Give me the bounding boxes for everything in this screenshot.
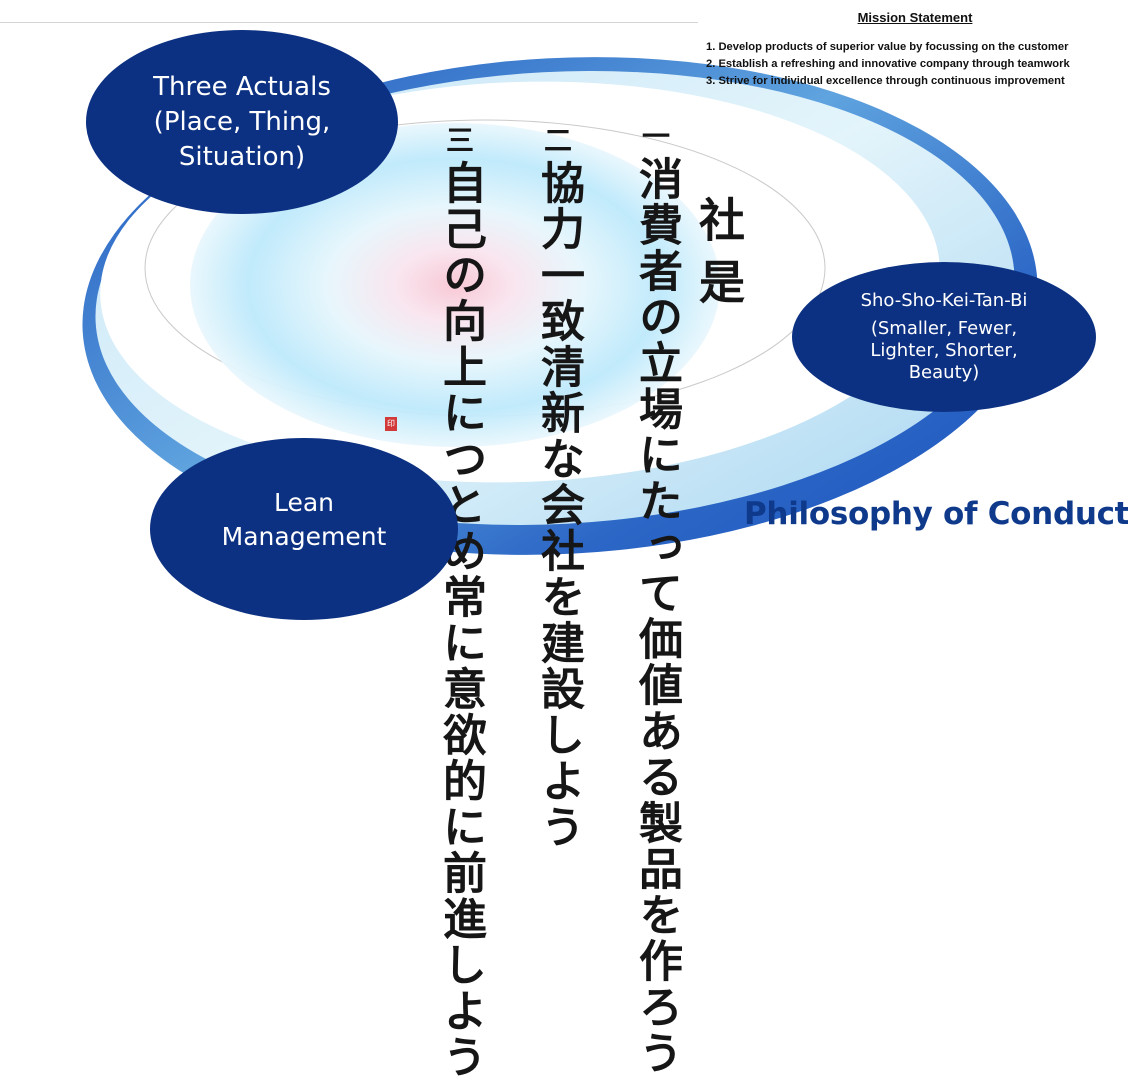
mission-statement: Mission Statement 1. Develop products of…	[706, 8, 1124, 90]
mission-item-2: 2. Establish a refreshing and innovative…	[706, 58, 1070, 70]
lean-line-2: Management	[221, 522, 387, 551]
calligraphy-title: 社是	[692, 196, 746, 320]
calligraphy-text-3: 自己の向上につとめ常に意欲的に前進しよう	[435, 160, 486, 1080]
calligraphy-item-1: 一 消費者の立場にたって価値ある製品を作ろう	[626, 120, 686, 1077]
sho-line-2: Lighter, Shorter,	[870, 340, 1018, 361]
mission-item-3: 3. Strive for individual excellence thro…	[706, 75, 1065, 87]
calligraphy-item-3: 三 自己の向上につとめ常に意欲的に前進しよう	[430, 126, 490, 1080]
center-glow	[190, 123, 720, 447]
calligraphy-text-2: 協力一致清新な会社を建設しよう	[533, 160, 584, 850]
calligraphy-item-2: 二 協力一致清新な会社を建設しよう	[528, 124, 588, 851]
sho-title: Sho-Sho-Kei-Tan-Bi	[860, 290, 1028, 311]
calligraphy-number-3: 三	[445, 124, 474, 157]
calligraphy-number-1: 一	[641, 120, 670, 153]
top-divider-line	[0, 22, 698, 23]
three-actuals-line-1: Three Actuals	[153, 71, 331, 102]
sho-line-1: (Smaller, Fewer,	[870, 318, 1018, 339]
three-actuals-line-2: (Place, Thing,	[153, 106, 331, 137]
calligraphy-text-1: 消費者の立場にたって価値ある製品を作ろう	[631, 156, 682, 1076]
sho-sho-kei-tan-bi-bubble: Sho-Sho-Kei-Tan-Bi (Smaller, Fewer, Ligh…	[792, 262, 1096, 412]
lean-management-bubble: Lean Management	[150, 438, 458, 620]
lean-line-1: Lean	[273, 488, 335, 517]
three-actuals-bubble: Three Actuals (Place, Thing, Situation)	[86, 30, 398, 214]
calligraphy-number-2: 二	[543, 124, 572, 157]
three-actuals-line-3: Situation)	[178, 141, 306, 172]
red-seal-stamp: 印	[385, 417, 397, 431]
philosophy-of-conduct-heading: Philosophy of Conduct	[744, 496, 1128, 532]
mission-title: Mission Statement	[857, 10, 973, 25]
mission-item-1: 1. Develop products of superior value by…	[706, 41, 1069, 53]
sho-line-3: Beauty)	[908, 362, 980, 383]
